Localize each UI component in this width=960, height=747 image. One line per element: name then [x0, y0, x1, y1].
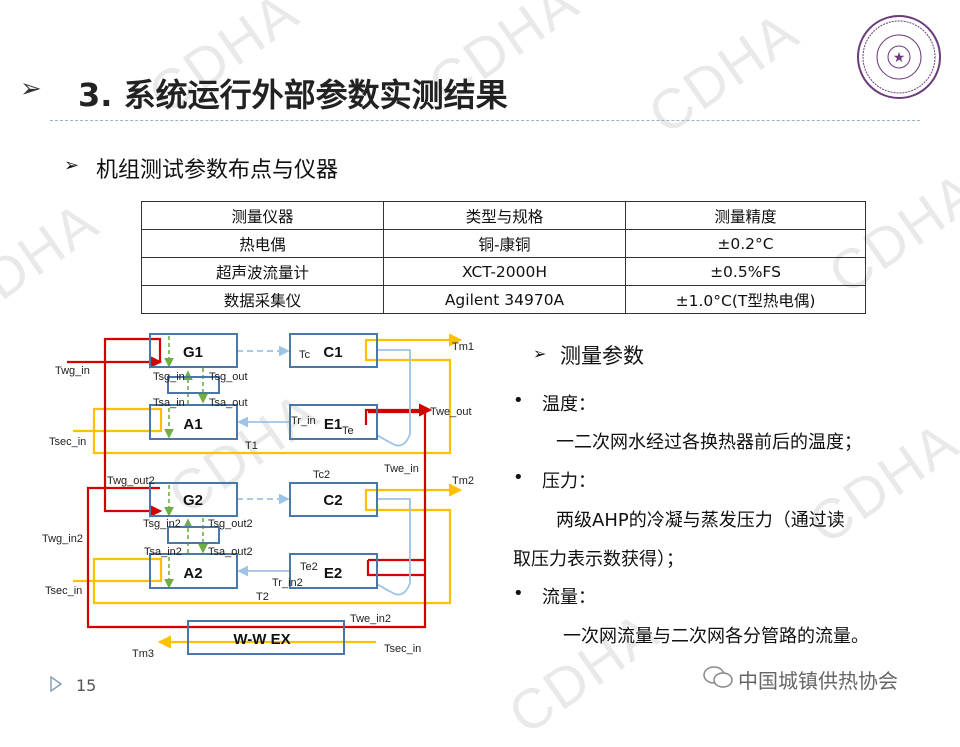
table-header: 测量仪器: [141, 201, 384, 230]
box-c1: C1: [323, 344, 342, 361]
param-text: 一二次网水经过各换热器前后的温度；: [556, 432, 862, 453]
org-name: 中国城镇供热协会: [738, 669, 898, 693]
table-header: 测量精度: [625, 201, 866, 230]
footer-triangle-icon: [50, 675, 63, 696]
title-arrow-icon: ➢: [20, 74, 42, 104]
bullet-arrow-icon: ➢: [533, 344, 547, 363]
table-cell: ±1.0°C(T型热电偶): [625, 285, 866, 314]
label: Twg_out2: [107, 475, 155, 487]
box-g2: G2: [183, 492, 203, 509]
label: Tsg_in: [153, 371, 185, 383]
label: Te2: [300, 561, 318, 573]
wechat-icon: [702, 664, 734, 694]
bullet-arrow-icon: ➢: [64, 155, 80, 176]
tsinghua-logo: ★: [856, 14, 942, 104]
label: Tr_in: [291, 415, 316, 427]
label: Tc: [299, 349, 311, 361]
label: Tm2: [452, 475, 474, 487]
label: Tsa_out: [209, 397, 248, 409]
label: T2: [256, 591, 269, 603]
label: Twe_in2: [350, 613, 391, 625]
param-text: 取压力表示数获得）；: [513, 549, 684, 570]
table-cell: Agilent 34970A: [383, 285, 626, 314]
table-row: 热电偶铜-康铜±0.2°C: [141, 229, 866, 258]
label: Tsec_in: [45, 585, 82, 597]
svg-text:★: ★: [893, 50, 906, 66]
box-e2: E2: [324, 565, 342, 582]
label: Tc2: [313, 469, 330, 481]
table-cell: ±0.2°C: [625, 229, 866, 258]
bullet-icon: •: [513, 390, 524, 411]
table-cell: 超声波流量计: [141, 257, 384, 286]
label: Twg_in: [55, 365, 90, 377]
table-header-row: 测量仪器类型与规格测量精度: [141, 201, 866, 230]
divider: [50, 120, 920, 121]
label: Tsec_in: [49, 436, 86, 448]
bullet-icon: •: [513, 467, 524, 488]
table-cell: XCT-2000H: [383, 257, 626, 286]
box-wwex: W-W EX: [233, 631, 290, 648]
params-heading: 测量参数: [560, 344, 644, 368]
param-text: 两级AHP的冷凝与蒸发压力（通过读: [556, 510, 845, 531]
label: Tsa_out2: [208, 546, 253, 558]
box-a2: A2: [183, 565, 202, 582]
table-cell: 热电偶: [141, 229, 384, 258]
box-g1: G1: [183, 344, 203, 361]
box-c2: C2: [323, 492, 342, 509]
label: Twe_out: [430, 406, 472, 418]
section-subtitle: 机组测试参数布点与仪器: [96, 158, 339, 183]
param-label: 压力：: [542, 471, 596, 492]
label: T1: [245, 440, 258, 452]
param-label: 温度：: [542, 394, 596, 415]
label: Tsa_in: [153, 397, 185, 409]
page-title: 3. 系统运行外部参数实测结果: [78, 76, 508, 114]
param-label: 流量：: [542, 587, 596, 608]
label: Tm3: [132, 648, 154, 660]
label: Tsg_in2: [143, 518, 181, 530]
system-diagram: G1 C1 A1 E1 G2 C2 A2 E2 W-W EX Twg_in Ts…: [42, 333, 474, 660]
box-a1: A1: [183, 416, 202, 433]
table-cell: ±0.5%FS: [625, 257, 866, 286]
label: Tsg_out2: [208, 518, 253, 530]
param-text: 一次网流量与二次网各分管路的流量。: [563, 626, 869, 647]
label: Tsa_in2: [144, 546, 182, 558]
page-number: 15: [76, 676, 97, 695]
label: Tsg_out: [209, 371, 248, 383]
label: Tm1: [452, 341, 474, 353]
label: Te: [342, 425, 354, 437]
table-cell: 数据采集仪: [141, 285, 384, 314]
label: Tr_in2: [272, 577, 303, 589]
label: Twg_in2: [42, 533, 83, 545]
bullet-icon: •: [513, 583, 524, 604]
label: Twe_in: [384, 463, 419, 475]
label: Tsec_in: [384, 643, 421, 655]
box-e1: E1: [324, 416, 342, 433]
